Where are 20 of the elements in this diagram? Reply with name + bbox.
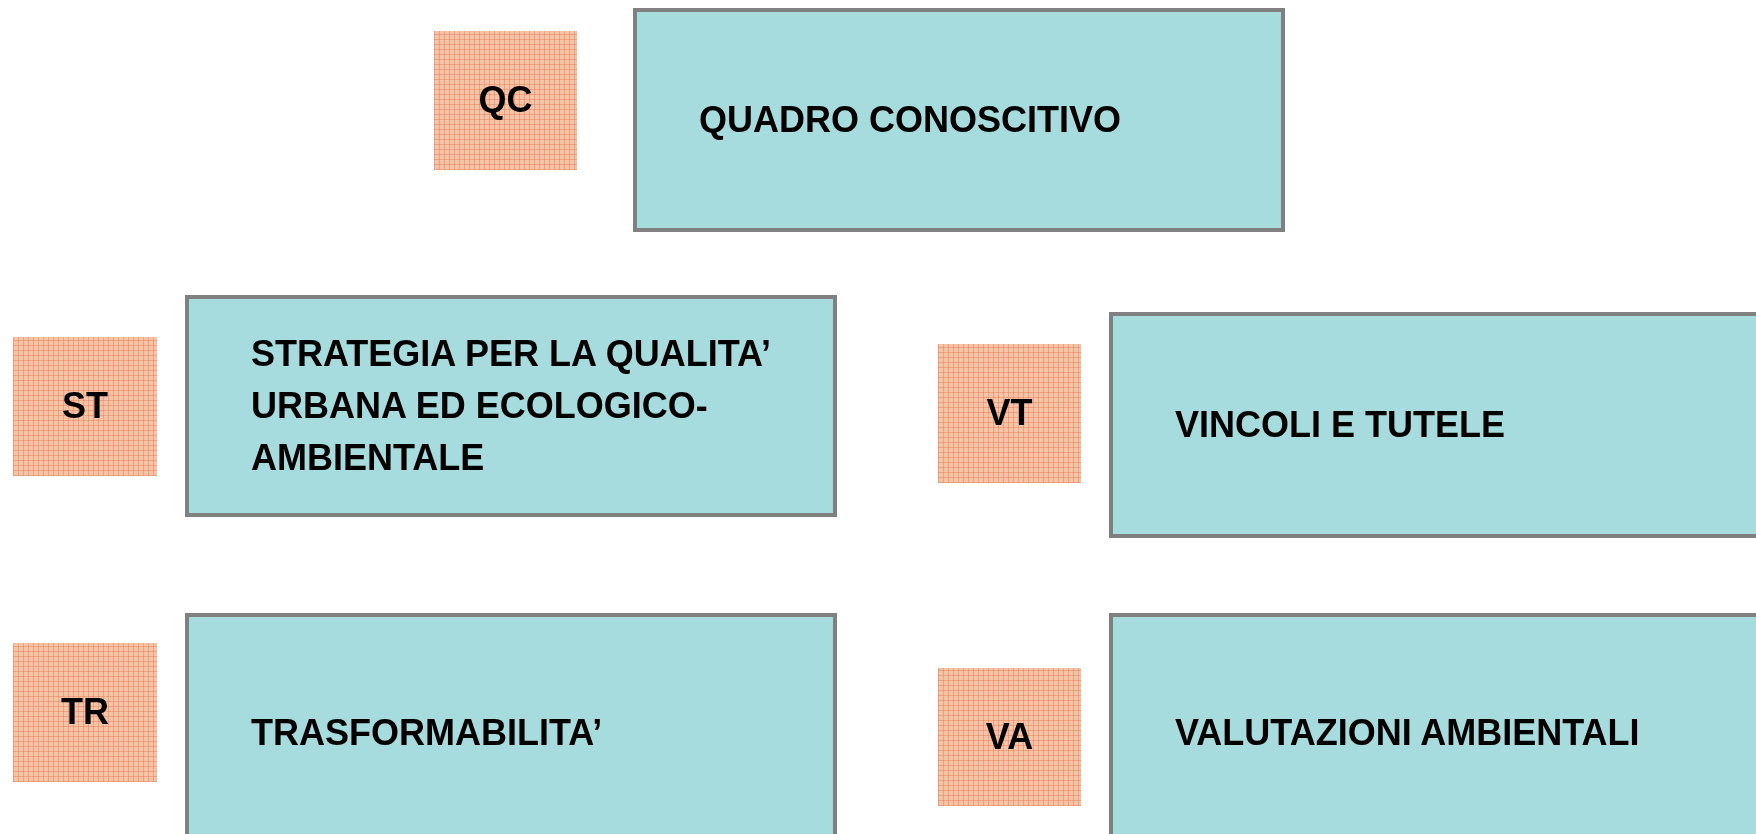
section-box: [1109, 613, 1756, 834]
code-tag: [938, 344, 1081, 483]
section-title: QUADRO CONOSCITIVO: [699, 97, 1121, 142]
section-box: [185, 613, 837, 834]
code-tag: [434, 31, 577, 170]
section-title: STRATEGIA PER LA QUALITA’ URBANA ED ECOLOGICO-AMBIENTALE: [251, 331, 770, 481]
section-box: [633, 8, 1285, 232]
code-tag: [938, 668, 1081, 806]
code-label: VT: [986, 391, 1033, 436]
code-label: TR: [61, 690, 109, 735]
section-title: TRASFORMABILITA’: [251, 710, 603, 755]
section-box: [1109, 312, 1756, 538]
code-label: VA: [985, 714, 1034, 759]
section-title: VINCOLI E TUTELE: [1175, 402, 1505, 447]
code-tag: [13, 337, 157, 476]
code-label: QC: [478, 78, 533, 123]
section-box: [185, 295, 837, 517]
code-tag: [13, 643, 157, 782]
section-title: VALUTAZIONI AMBIENTALI: [1175, 710, 1640, 755]
code-label: ST: [62, 384, 108, 429]
